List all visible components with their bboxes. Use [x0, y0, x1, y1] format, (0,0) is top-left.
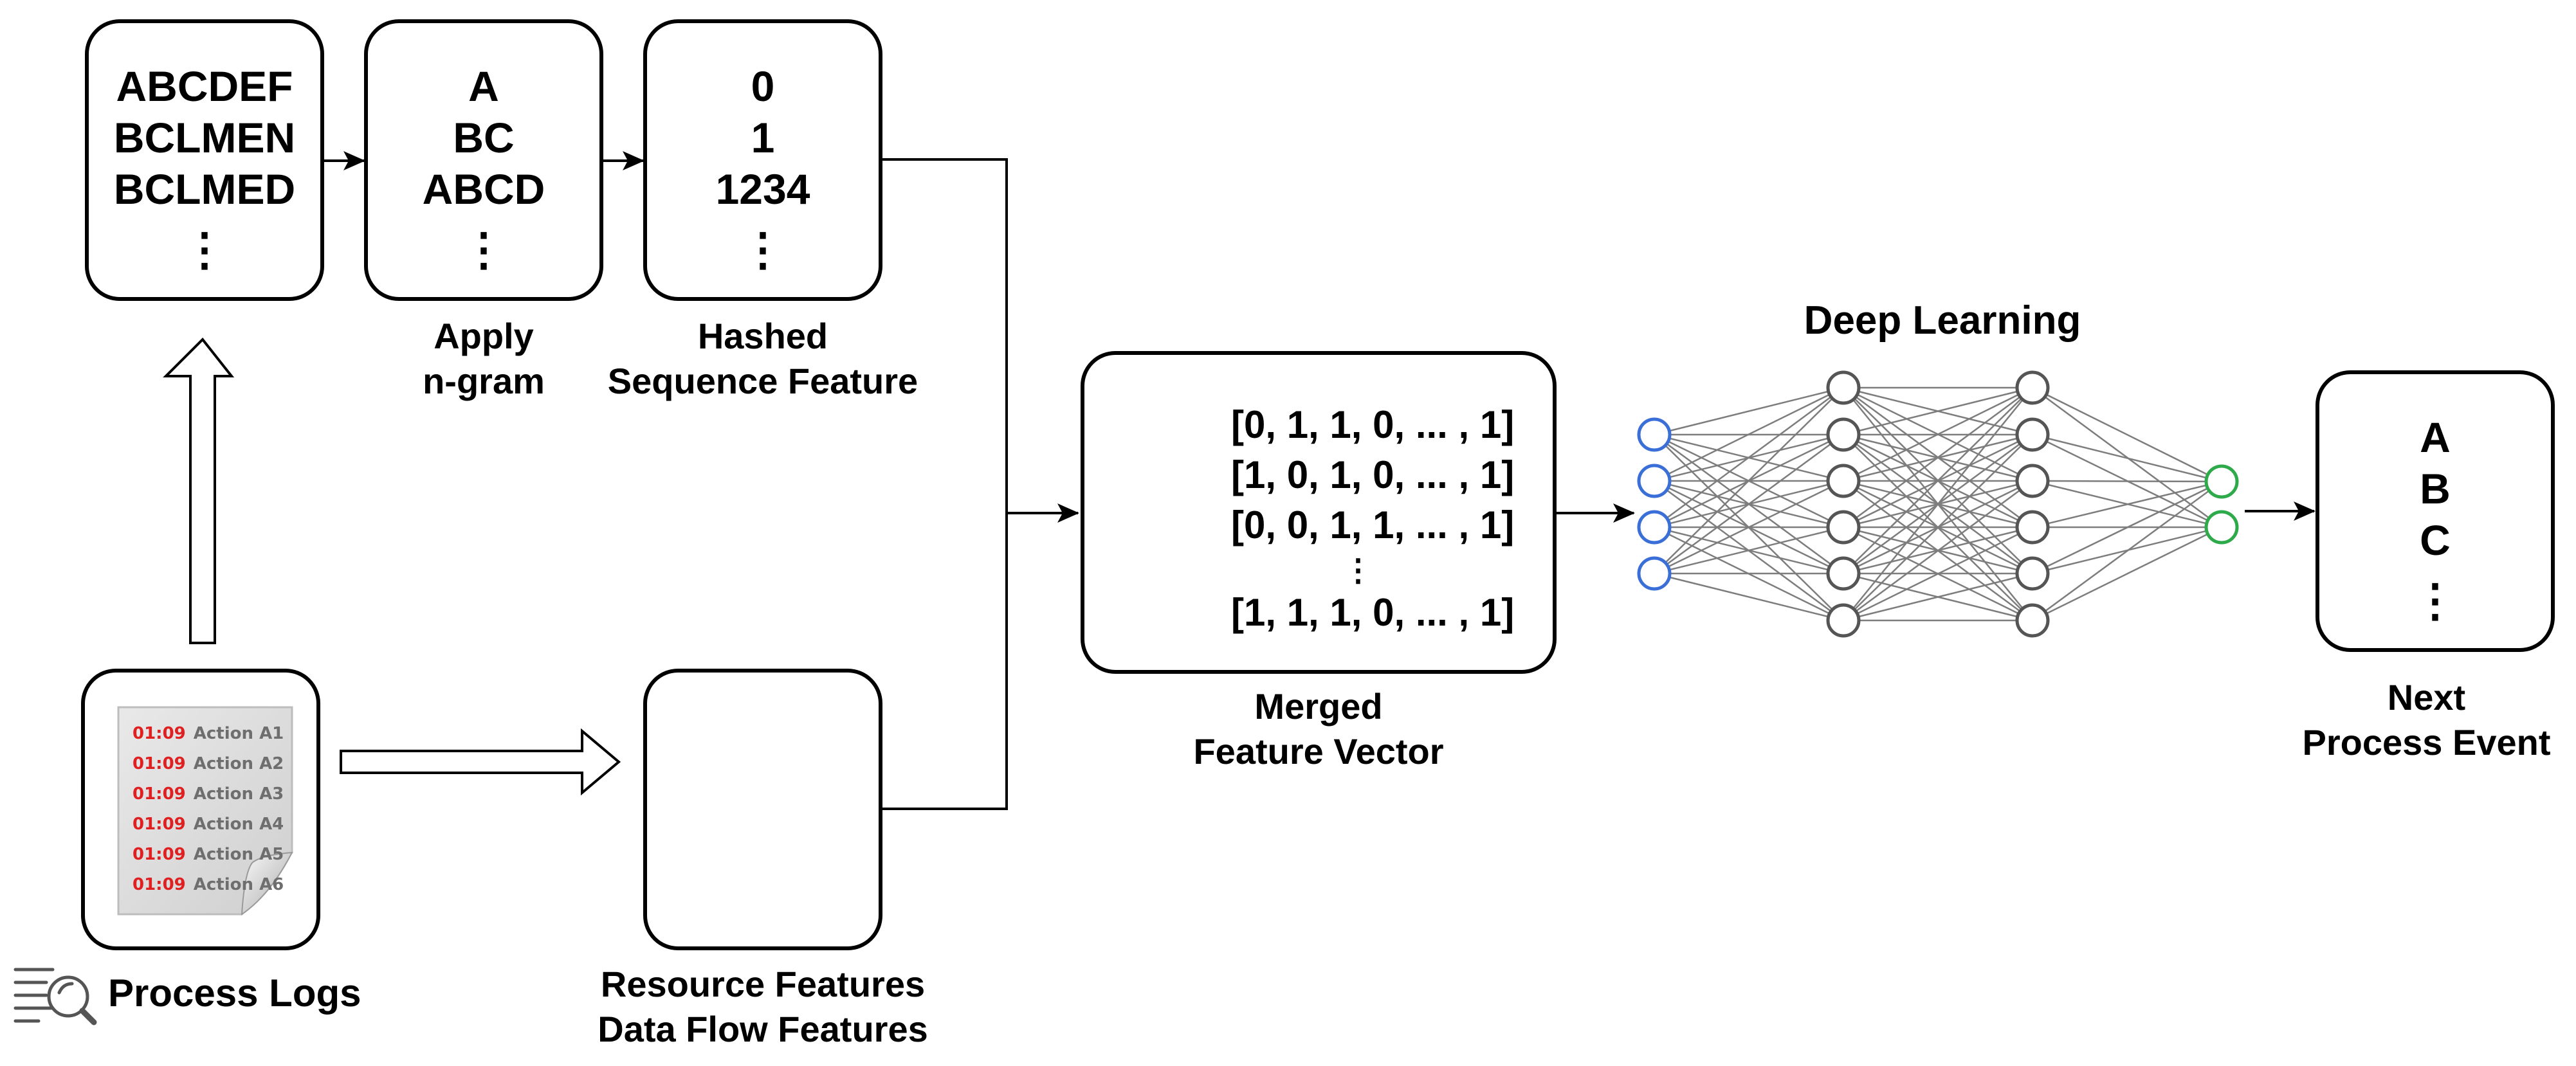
network-edge [1843, 387, 2033, 621]
input-node [1637, 510, 1672, 545]
ngram-line-2: BC [453, 114, 515, 161]
network-edge [1654, 387, 1844, 574]
hidden1-node [1826, 464, 1861, 498]
output-line-3: C [2420, 516, 2451, 564]
network-edge [1654, 526, 1844, 575]
input-node [1637, 556, 1672, 591]
hash-caption: Hashed Sequence Feature [607, 316, 918, 401]
hollow-right-arrow [340, 728, 621, 796]
network-edge [1843, 572, 2033, 622]
sequence-box: ABCDEF BCLMEN BCLMED ⋮ [85, 19, 324, 301]
hash-ellipsis: ⋮ [740, 224, 785, 275]
vector-1: [0, 1, 1, 0, ... , 1] [1231, 403, 1515, 446]
network-edge [1654, 433, 1844, 575]
merged-box [1081, 351, 1557, 674]
hash-line-3: 1234 [715, 165, 810, 213]
sequence-line-1: ABCDEF [116, 62, 293, 110]
network-edge [1654, 386, 1844, 436]
vector-ellipsis: ⋮ [1342, 554, 1374, 588]
network-nodes [1637, 370, 2239, 638]
ngram-line-1: A [468, 62, 499, 110]
network-edge [1654, 386, 1844, 528]
resource-caption: Resource Features Data Flow Features [598, 964, 928, 1049]
network-edge [1843, 434, 2033, 621]
network-edge [2032, 480, 2222, 575]
network-edge [1843, 386, 2033, 482]
network-edge [2032, 480, 2222, 483]
output-line-2: B [2420, 465, 2451, 512]
ngram-caption: Apply n-gram [423, 316, 545, 401]
vector-4: [1, 1, 1, 0, ... , 1] [1231, 591, 1515, 634]
hidden1-node [1826, 417, 1861, 452]
hidden2-node [2015, 556, 2050, 591]
ngram-box: A BC ABCD ⋮ [364, 19, 603, 301]
output-ellipsis: ⋮ [2413, 575, 2458, 626]
network-edge [1843, 387, 2033, 574]
output-node [2204, 464, 2239, 499]
hidden2-node [2015, 464, 2050, 498]
hollow-up-arrow [163, 337, 235, 644]
sequence-line-2: BCLMEN [113, 114, 296, 161]
hidden2-node [2015, 417, 2050, 452]
hidden2-node [2015, 603, 2050, 638]
network-edge [1654, 572, 1844, 622]
hidden1-node [1826, 603, 1861, 638]
ngram-line-3: ABCD [422, 165, 545, 213]
process-logs-label: Process Logs [108, 971, 361, 1015]
network-edge [1843, 386, 2033, 436]
merged-caption: Merged Feature Vector [1193, 686, 1444, 772]
vector-2: [1, 0, 1, 0, ... , 1] [1231, 453, 1515, 496]
log-search-icon [14, 968, 97, 1025]
network-edge [2032, 433, 2222, 483]
input-node [1637, 417, 1672, 452]
network-edge [1654, 386, 1844, 482]
hash-line-1: 0 [751, 62, 775, 110]
network-edge [1843, 526, 2033, 622]
hash-line-2: 1 [751, 114, 775, 161]
connector-hash-to-merge [882, 158, 1008, 513]
network-edge [2032, 480, 2222, 528]
hidden2-node [2015, 370, 2050, 405]
output-caption: Next Process Event [2302, 677, 2551, 763]
output-node [2204, 510, 2239, 545]
network-edge [2032, 386, 2222, 483]
vector-3: [0, 0, 1, 1, ... , 1] [1231, 503, 1515, 547]
input-node [1637, 464, 1672, 498]
network-title: Deep Learning [1804, 298, 2081, 343]
network-edge [1654, 480, 1844, 575]
ngram-ellipsis: ⋮ [461, 224, 506, 275]
log-page-shape [117, 706, 293, 916]
network-edge [1843, 480, 2033, 622]
output-box: A B C ⋮ [2316, 370, 2555, 652]
merged-vectors: [0, 1, 1, 0, ... , 1] [1, 0, 1, 0, ... ,… [1231, 400, 1514, 638]
network-edges [1654, 386, 2222, 622]
sequence-ellipsis: ⋮ [182, 224, 227, 275]
hidden2-node [2015, 510, 2050, 545]
connector-resource-to-merge [882, 513, 1008, 810]
hidden1-node [1826, 510, 1861, 545]
network-edge [2032, 480, 2222, 622]
sequence-line-3: BCLMED [113, 165, 296, 213]
network-edge [1843, 386, 2033, 528]
output-line-1: A [2420, 413, 2451, 461]
hash-box: 0 1 1234 ⋮ [643, 19, 882, 301]
resource-box [643, 669, 882, 950]
hidden1-node [1826, 556, 1861, 591]
network-edge [2032, 526, 2222, 622]
hidden1-node [1826, 370, 1861, 405]
